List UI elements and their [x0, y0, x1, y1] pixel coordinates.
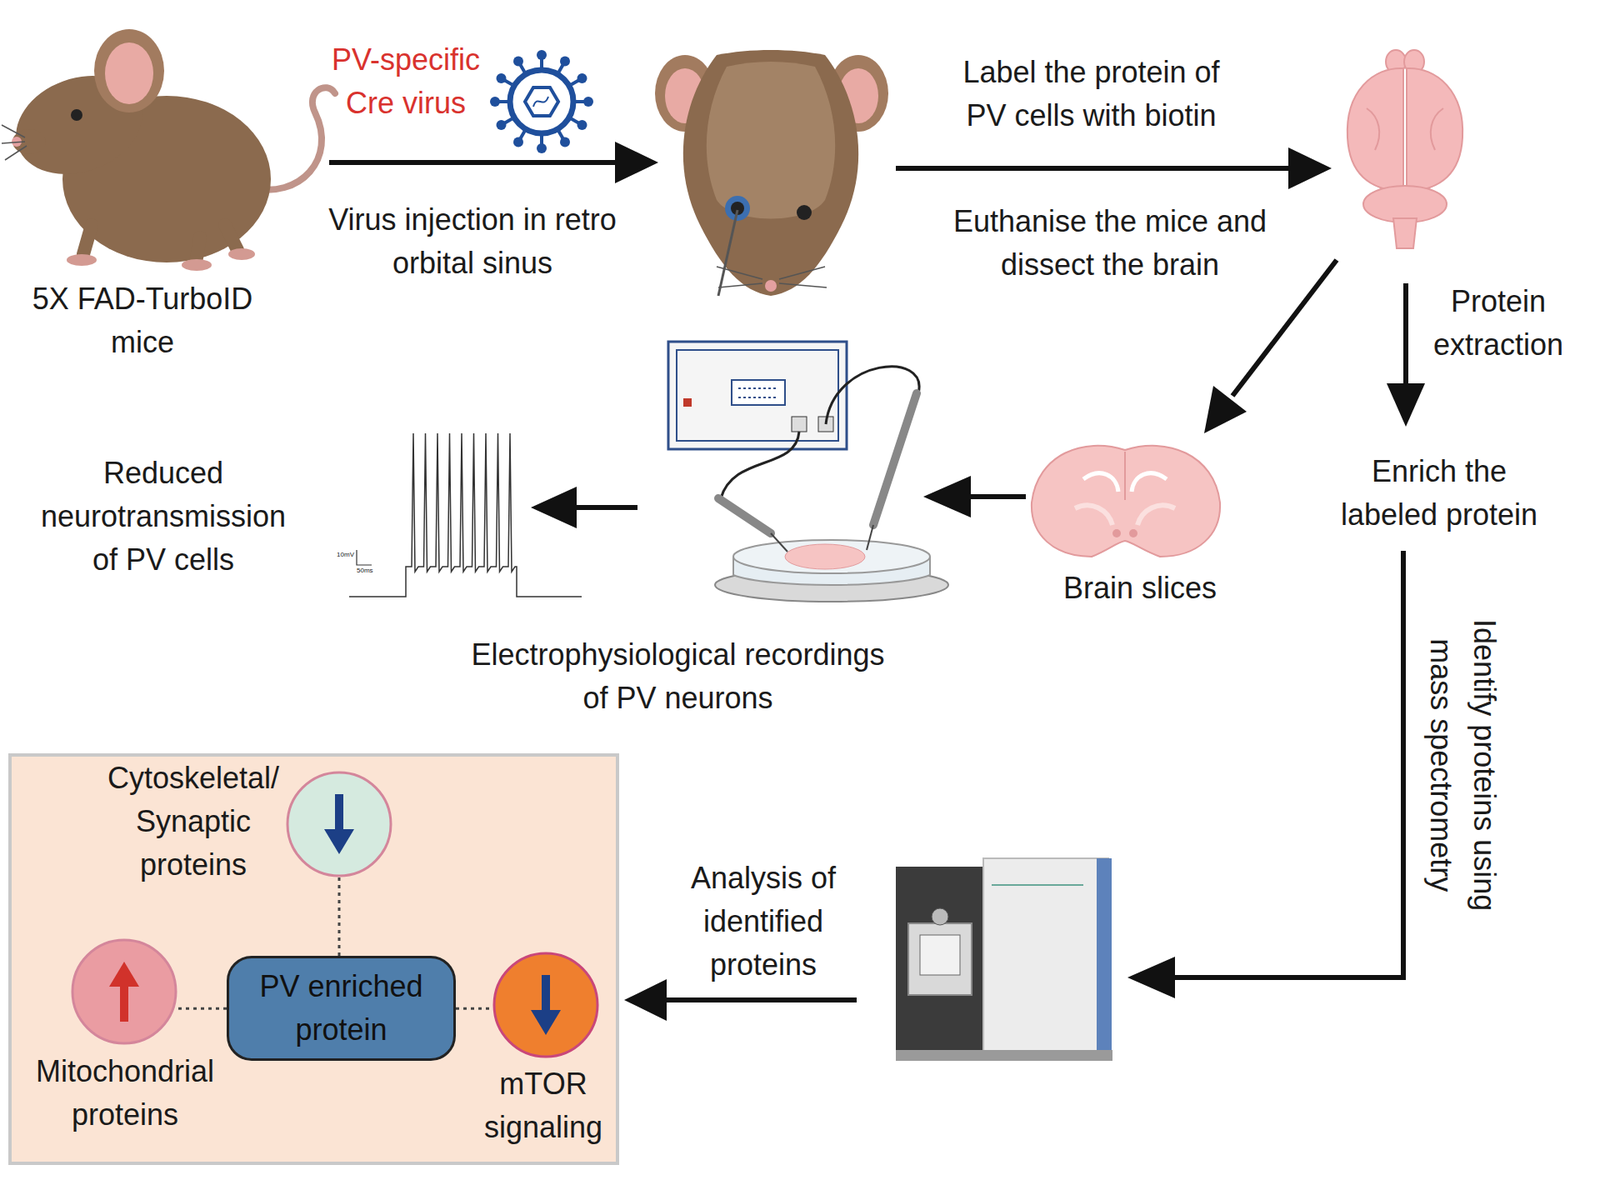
- category-circle: Mitochondrial proteins: [70, 938, 178, 1045]
- virus-knob: [560, 56, 570, 67]
- mouse-illustration: [1, 29, 335, 271]
- virus-knob: [496, 120, 507, 130]
- brain-slice-illustration: [1031, 445, 1220, 557]
- virus-knob: [560, 136, 570, 147]
- voltage-trace: [349, 433, 582, 597]
- decrease-arrow: [530, 975, 561, 1035]
- flow-label: PV-specific Cre virus: [318, 38, 494, 125]
- flow-label: Brain slices: [1044, 566, 1236, 610]
- flow-label: 5X FAD-TurboID mice: [17, 277, 268, 365]
- electrophysiology-rig: [668, 341, 949, 602]
- category-circle: Cytoskeletal/ Synaptic proteins: [285, 770, 393, 878]
- virus-knob: [536, 143, 547, 154]
- circle-shape: [72, 940, 176, 1044]
- node-label: PV enriched protein: [244, 965, 439, 1052]
- dotted-connector: [338, 877, 341, 956]
- flow-label: 50ms: [356, 567, 384, 575]
- flow-label: Euthanise the mice and dissect the brain: [939, 200, 1281, 287]
- virus-knob: [583, 96, 594, 107]
- virus-knob: [490, 96, 500, 107]
- flow-label: Virus injection in retro orbital sinus: [305, 198, 640, 285]
- dotted-connector: [455, 1007, 493, 1010]
- node-label: Mitochondrial proteins: [20, 1050, 230, 1137]
- virus-knob: [513, 56, 524, 67]
- decrease-arrow: [324, 794, 355, 855]
- virus-knob: [513, 136, 524, 147]
- virus-knob: [576, 120, 587, 130]
- node-label: Cytoskeletal/ Synaptic proteins: [101, 756, 285, 888]
- virus-icon: [490, 50, 594, 154]
- mouse-head-illustration: [655, 50, 889, 296]
- flow-label: Electrophysiological recordings of PV ne…: [463, 633, 893, 720]
- circle-outline: [70, 938, 178, 1045]
- dotted-connector: [175, 1007, 227, 1010]
- flow-label: Reduced neurotransmission of PV cells: [34, 451, 293, 583]
- virus-knob: [576, 73, 587, 84]
- flow-label: Identify proteins using mass spectrometr…: [1419, 606, 1506, 924]
- flow-label: 10mV: [331, 551, 355, 560]
- circle-shape: [494, 953, 598, 1057]
- increase-arrow: [109, 961, 140, 1022]
- circle-shape: [287, 772, 391, 876]
- mass-spectrometer: [895, 858, 1113, 1061]
- flow-label: Label the protein of PV cells with bioti…: [947, 50, 1235, 138]
- node-label: mTOR signaling: [464, 1062, 623, 1150]
- virus-knob: [536, 50, 547, 60]
- virus-knob: [496, 73, 507, 84]
- summary-panel: [10, 755, 618, 1164]
- flow-label: Enrich the labeled protein: [1330, 450, 1548, 537]
- flow-label: Protein extraction: [1423, 280, 1574, 367]
- flow-label: Analysis of identified proteins: [680, 856, 847, 988]
- circle-outline: [285, 770, 393, 878]
- circle-outline: [492, 951, 600, 1059]
- category-circle: mTOR signaling: [492, 951, 600, 1059]
- brain-illustration: [1347, 50, 1463, 249]
- process-box: PV enriched protein: [226, 955, 456, 1061]
